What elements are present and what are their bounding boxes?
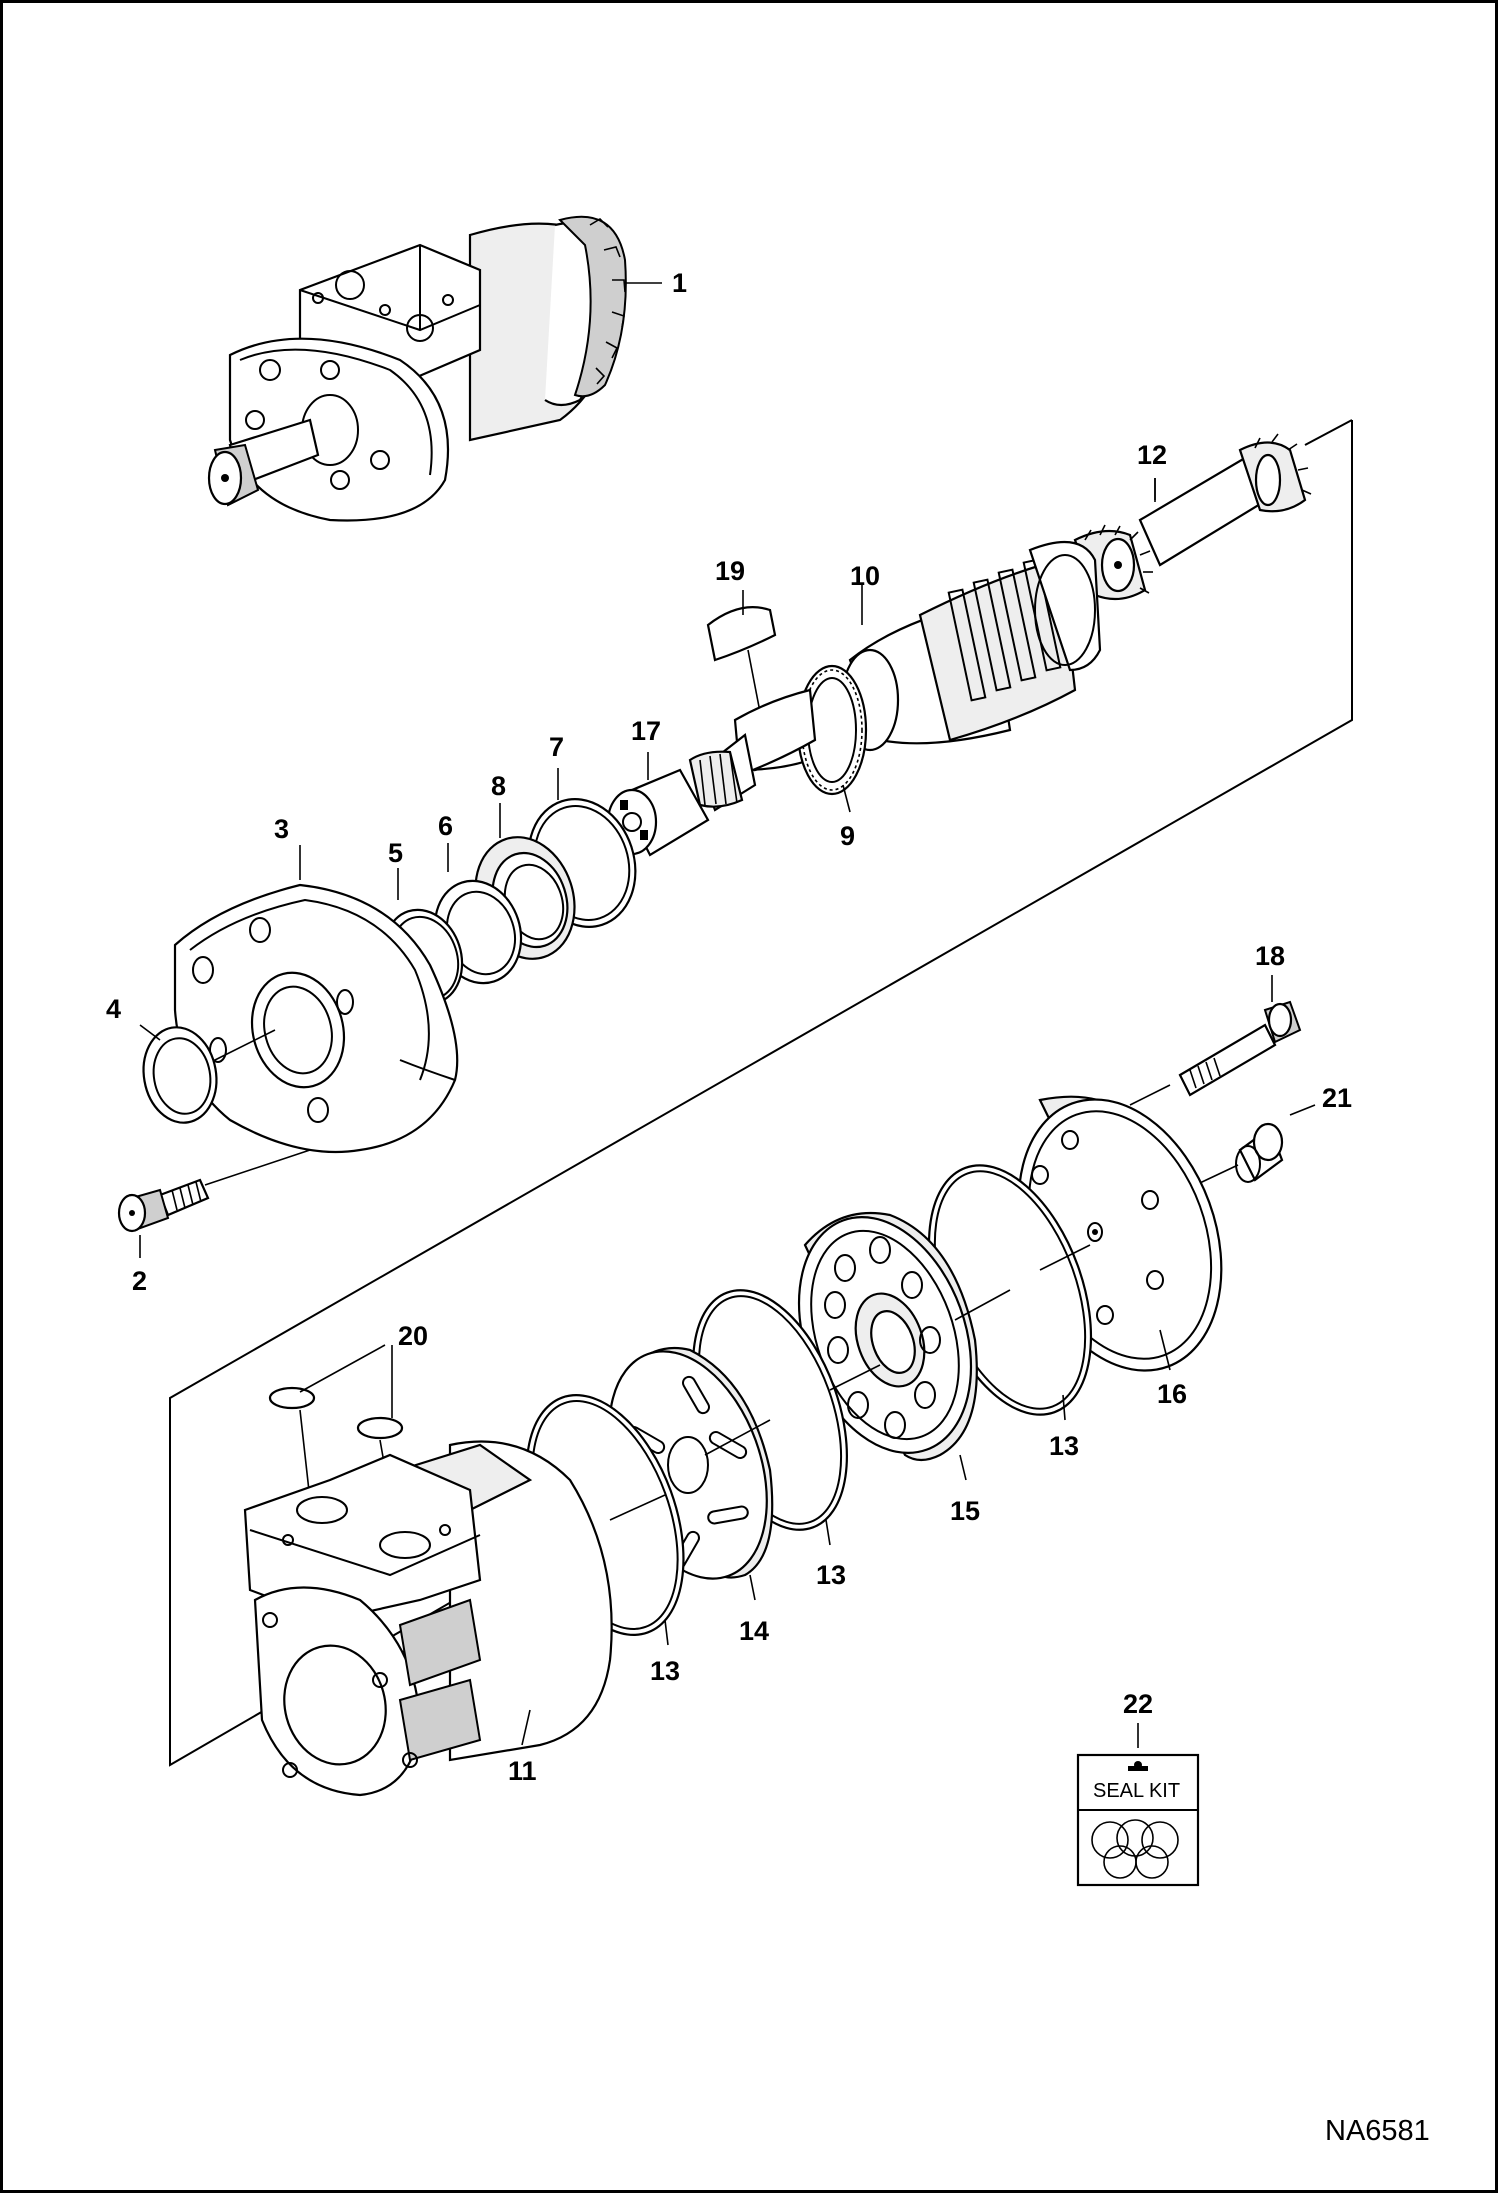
- callout-8: 8: [491, 771, 506, 801]
- part-22-seal-kit: [1076, 1723, 1200, 1887]
- callout-2: 2: [132, 1266, 147, 1296]
- callout-13-middle: 13: [816, 1560, 846, 1590]
- callout-20: 20: [398, 1321, 428, 1351]
- part-11-housing: [243, 1440, 613, 1797]
- callout-10: 10: [850, 561, 880, 591]
- part-4-dust-seal: [139, 1024, 276, 1124]
- callout-12: 12: [1137, 440, 1167, 470]
- callout-13-right: 13: [1049, 1431, 1079, 1461]
- part-output-shaft-taper: [688, 688, 817, 812]
- part-20-o-rings: [268, 1344, 404, 1526]
- seal-kit-label: SEAL KIT: [1093, 1780, 1180, 1802]
- callout-4: 4: [106, 994, 121, 1024]
- drawing-code: NA6581: [1325, 2115, 1430, 2147]
- callout-17: 17: [631, 716, 661, 746]
- callout-13-left: 13: [650, 1656, 680, 1686]
- part-10-spool: [738, 540, 1102, 772]
- part-19-key: [706, 590, 777, 713]
- callout-21: 21: [1322, 1083, 1352, 1113]
- callout-11: 11: [508, 1756, 537, 1786]
- part-18-bolt: [1129, 975, 1302, 1106]
- part-15-gerotor: [797, 1211, 978, 1481]
- part-2-bolt: [117, 1149, 311, 1258]
- part-12-drive-shaft: [1073, 433, 1312, 601]
- callout-19: 19: [715, 556, 745, 586]
- callout-14: 14: [739, 1616, 769, 1646]
- callout-3: 3: [274, 814, 289, 844]
- callout-22: 22: [1123, 1689, 1153, 1719]
- part-21-plug: [1184, 1104, 1316, 1191]
- part-3-mounting-flange: [173, 845, 459, 1154]
- callout-7: 7: [549, 732, 564, 762]
- part-1-motor-assembly: [207, 215, 662, 522]
- leader-lines-upper: [861, 478, 1156, 625]
- callout-1: 1: [672, 268, 687, 298]
- callout-9: 9: [840, 821, 855, 851]
- callout-6: 6: [438, 811, 453, 841]
- part-17-castle-nut: [606, 752, 710, 857]
- callout-5: 5: [388, 838, 403, 868]
- callout-16: 16: [1157, 1379, 1187, 1409]
- callout-15: 15: [950, 1496, 980, 1526]
- callout-labels: 1 2 3 4 5 6 7 8 9 10 11 12 13 13 13 14 1…: [106, 268, 1430, 2147]
- callout-18: 18: [1255, 941, 1285, 971]
